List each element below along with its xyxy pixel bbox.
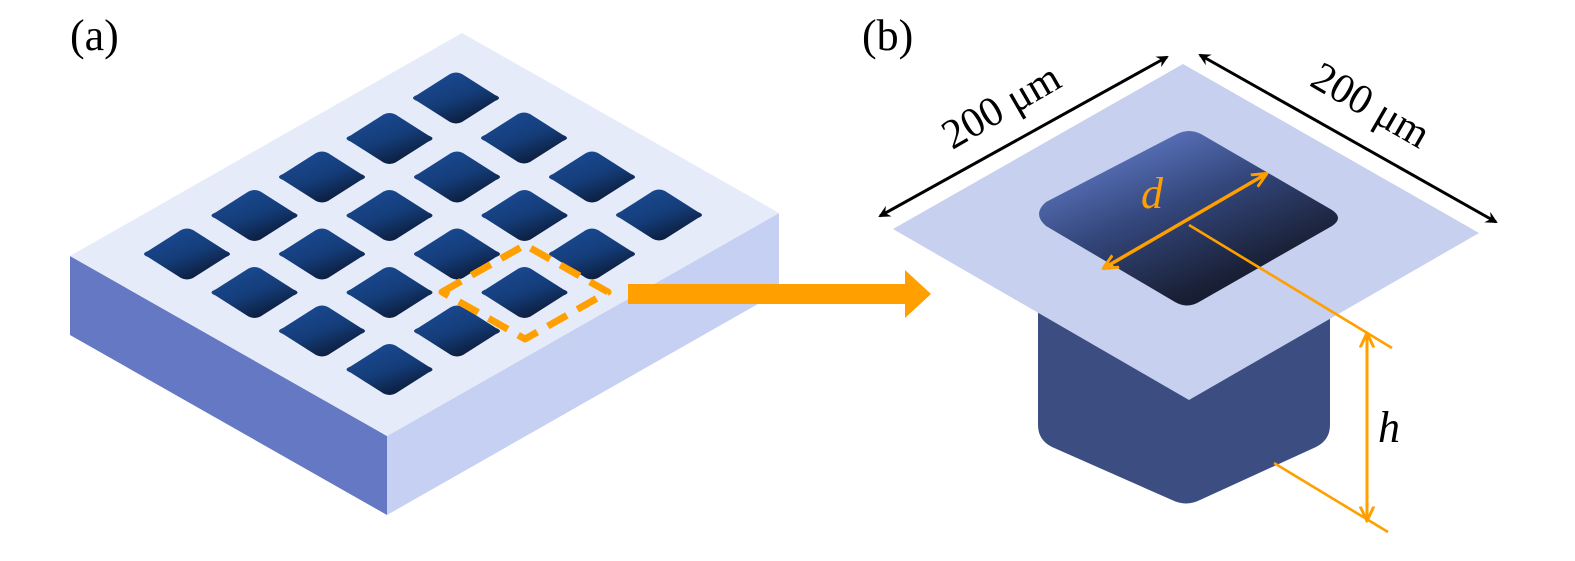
panel-b: (b) 200 μm 200 μm d h	[862, 11, 1498, 534]
height-label: h	[1378, 403, 1400, 452]
width-right-label: 200 μm	[1303, 54, 1438, 158]
hole-15	[481, 267, 568, 318]
hole-3	[279, 151, 365, 203]
diameter-arrow	[1104, 174, 1266, 268]
plate-top-face	[70, 33, 779, 436]
zoom-arrow-head	[905, 270, 931, 318]
diameter-label: d	[1141, 169, 1164, 218]
hole-18	[481, 112, 567, 164]
hole-19	[549, 151, 635, 203]
hole-5	[211, 267, 298, 318]
panel-b-label: (b)	[862, 11, 913, 60]
plate-left-face	[70, 256, 387, 515]
hole-17	[413, 72, 499, 124]
hole-6	[279, 228, 365, 280]
hole-10	[346, 267, 433, 318]
hole-7	[346, 190, 433, 241]
hole-array	[144, 72, 702, 395]
hole-4	[346, 113, 433, 164]
panel-a: (a)	[70, 11, 779, 515]
zoom-arrow	[628, 270, 931, 318]
hole-1	[144, 228, 230, 280]
hole-9	[279, 305, 365, 357]
panel-a-label: (a)	[70, 11, 119, 60]
height-extension-line-bottom	[1273, 461, 1389, 534]
hole-20	[616, 189, 702, 241]
hole-11	[414, 228, 500, 280]
hole-14	[414, 305, 500, 357]
height-extension-line-top	[1188, 223, 1393, 350]
zoom-arrow-shaft	[628, 284, 912, 304]
width-left-dimension-arrow	[878, 55, 1169, 218]
selected-unit-cell-outline	[438, 241, 612, 343]
hole-8	[414, 151, 500, 203]
hole-2	[211, 190, 298, 241]
hole-12	[481, 190, 568, 241]
hole-13	[346, 344, 433, 395]
width-right-dimension-arrow	[1198, 53, 1498, 224]
